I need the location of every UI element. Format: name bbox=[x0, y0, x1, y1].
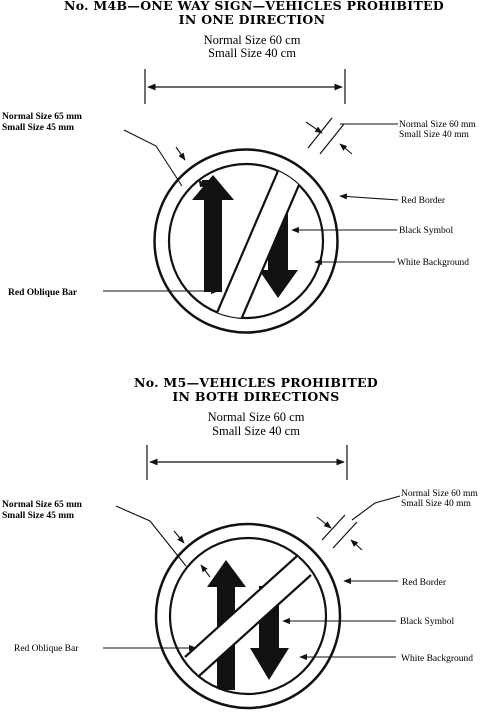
border-width-small-label: Small Size 45 mm bbox=[2, 511, 74, 521]
bar-width-arrow-outer bbox=[305, 121, 323, 134]
white-background-label: White Background bbox=[397, 258, 469, 268]
bar-width-arrow-inner bbox=[339, 143, 353, 155]
oblique-bar bbox=[184, 555, 312, 677]
oblique-bar bbox=[211, 164, 310, 318]
white-background-label: White Background bbox=[401, 654, 473, 664]
bar-width-arrow-outer bbox=[316, 516, 332, 529]
sign-small-size: Small Size 40 cm bbox=[208, 46, 296, 60]
bar-width-leader bbox=[351, 495, 401, 521]
red-oblique-bar-label: Red Oblique Bar bbox=[14, 644, 79, 654]
bar-width-small-label: Small Size 40 mm bbox=[401, 499, 472, 509]
bar-width-normal-label: Normal Size 60 mm bbox=[401, 489, 478, 499]
bar-width-tick-2 bbox=[319, 123, 345, 155]
red-border-pointer bbox=[339, 193, 399, 201]
diagram-m4b: No. M4B—ONE WAY SIGN—VEHICLES PROHIBITED… bbox=[2, 0, 476, 334]
sign-normal-size: Normal Size 60 cm bbox=[208, 410, 305, 424]
border-width-normal-label: Normal Size 65 mm bbox=[2, 112, 82, 122]
bar-width-arrow-inner bbox=[350, 539, 363, 551]
diagram-title-line1: No. M5—VEHICLES PROHIBITED bbox=[134, 375, 378, 390]
diagram-title-line1: No. M4B—ONE WAY SIGN—VEHICLES PROHIBITED bbox=[64, 0, 444, 13]
sign-normal-size: Normal Size 60 cm bbox=[204, 33, 301, 47]
red-border-label: Red Border bbox=[401, 196, 446, 206]
black-symbol-label: Black Symbol bbox=[400, 617, 454, 627]
sign-small-size: Small Size 40 cm bbox=[212, 424, 300, 438]
diagram-title-line2: IN BOTH DIRECTIONS bbox=[172, 389, 339, 404]
bar-width-tick-1 bbox=[321, 514, 346, 541]
border-width-normal-label: Normal Size 65 mm bbox=[2, 500, 82, 510]
border-width-arrow-outer bbox=[175, 146, 186, 161]
bar-width-normal-label: Normal Size 60 mm bbox=[399, 120, 476, 130]
border-width-arrow-inner bbox=[198, 179, 209, 195]
border-width-leader bbox=[123, 129, 183, 187]
border-width-arrow-inner bbox=[200, 564, 211, 578]
diagram-title-line2: IN ONE DIRECTION bbox=[179, 12, 326, 27]
bar-width-small-label: Small Size 40 mm bbox=[399, 130, 470, 140]
border-width-small-label: Small Size 45 mm bbox=[2, 123, 74, 133]
bar-width-tick-2 bbox=[332, 521, 358, 549]
black-symbol-label: Black Symbol bbox=[399, 226, 453, 236]
border-width-arrow-outer bbox=[173, 530, 185, 544]
border-width-leader bbox=[115, 505, 187, 567]
bar-width-tick-1 bbox=[307, 117, 333, 149]
red-border-label: Red Border bbox=[402, 578, 447, 588]
diagram-m5: No. M5—VEHICLES PROHIBITED IN BOTH DIREC… bbox=[2, 375, 478, 710]
up-arrow-icon bbox=[192, 175, 234, 292]
red-oblique-bar-label: Red Oblique Bar bbox=[8, 288, 78, 298]
